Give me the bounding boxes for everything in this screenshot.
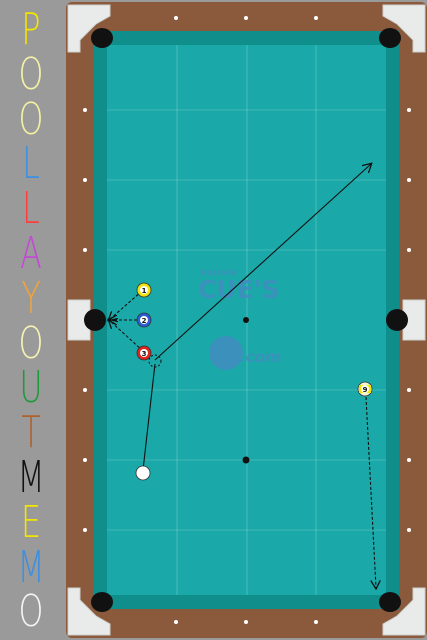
ball9-path (365, 396, 376, 588)
pocket-plates (67, 4, 426, 636)
pocket-bottom-left (91, 592, 113, 612)
title-letter: M (17, 452, 45, 503)
logo-sub-text: .com (240, 348, 281, 366)
title-letter: P (21, 4, 41, 55)
ball-2-label: 2 (142, 317, 147, 325)
ball3-path (109, 320, 144, 352)
title-letter: L (22, 138, 40, 190)
title-letter: O (18, 586, 44, 638)
rail-diamonds (83, 16, 411, 624)
pocket-bottom-right (379, 592, 401, 612)
pocket-top-left (91, 28, 113, 48)
pocket-side-right (386, 309, 408, 331)
title-letter: O (18, 93, 44, 145)
ball-2[interactable]: 2 (136, 312, 152, 328)
title-letter: O (18, 317, 44, 369)
position-path (154, 164, 371, 361)
ball-1-label: 1 (142, 287, 147, 295)
center-spot (243, 317, 249, 323)
ball-3-label: 3 (142, 350, 147, 358)
title-letter: M (17, 541, 45, 593)
logo-main-text: CUE'S (198, 275, 279, 304)
ball-9[interactable]: 9 (357, 381, 373, 397)
logo-small-text: BILLIARD (201, 269, 237, 277)
title-letter: O (18, 48, 44, 100)
ball-3[interactable]: 3 (136, 345, 152, 361)
pocket-side-left (84, 309, 106, 331)
title-letter: E (20, 496, 42, 548)
cue-path (142, 363, 156, 471)
ghost-ball (148, 354, 162, 368)
title-letter: Y (21, 272, 41, 324)
ball-9-label: 9 (363, 386, 368, 394)
title-letter: A (20, 228, 42, 279)
watermark-logo: BILLIARD CUE'S .com (198, 269, 281, 370)
title-letter: L (22, 183, 40, 235)
title-letter: U (19, 362, 43, 414)
pocket-top-right (379, 28, 401, 48)
pockets (84, 28, 408, 612)
logo-emblem (209, 336, 243, 370)
cue-ball[interactable] (135, 465, 151, 481)
shot-paths (109, 164, 376, 588)
title-letter: T (21, 407, 41, 459)
foot-spot (242, 456, 250, 464)
ball-1[interactable]: 1 (136, 282, 152, 298)
